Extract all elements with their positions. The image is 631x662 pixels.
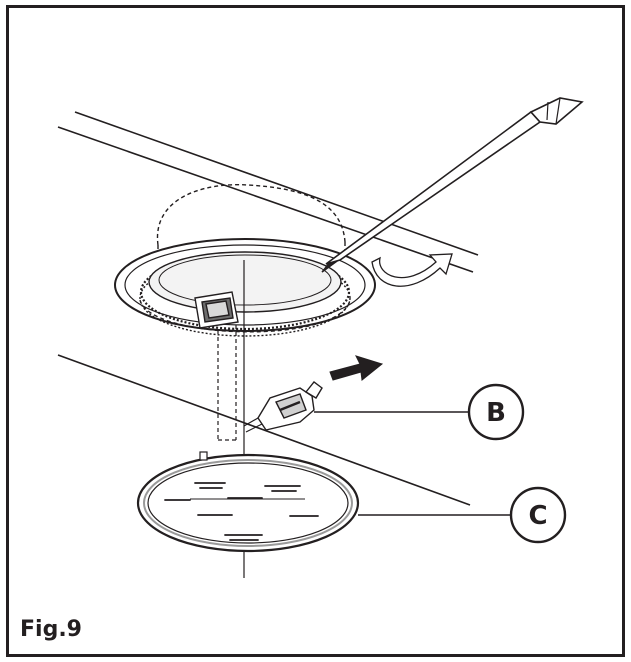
callout-b: B xyxy=(314,383,525,441)
ceiling-lines xyxy=(57,111,479,506)
spring-ring-2 xyxy=(139,259,351,337)
callout-c-circle xyxy=(509,486,567,544)
ceiling-line-lower xyxy=(57,354,471,506)
reflector xyxy=(148,251,342,313)
insert-arrow-icon xyxy=(329,355,384,381)
glass-cover xyxy=(136,451,360,553)
ceiling-line-top xyxy=(74,111,479,256)
figure-label: Fig.9 xyxy=(20,617,82,642)
callout-c-label: C xyxy=(528,501,547,531)
guide-lines xyxy=(217,325,237,441)
glass-cover-rim xyxy=(143,459,353,547)
reflector-inner xyxy=(158,254,332,306)
glass-cover-outer xyxy=(136,453,360,553)
rotate-arrow-icon xyxy=(371,253,453,287)
figure-frame xyxy=(6,5,625,657)
callout-c: C xyxy=(358,486,567,544)
callout-b-circle xyxy=(467,383,525,441)
socket-connector xyxy=(194,291,239,329)
fixture-housing xyxy=(114,238,376,337)
outer-rim-inner xyxy=(124,244,366,326)
glass-cover-inner xyxy=(147,462,349,544)
ceiling-line-middle xyxy=(57,126,474,273)
glass-reflections xyxy=(164,482,319,541)
halogen-bulb-icon xyxy=(243,381,323,433)
spring-ring xyxy=(139,253,351,331)
callout-b-label: B xyxy=(486,398,506,428)
screwdriver-icon xyxy=(321,97,584,273)
ceiling-recess-outline xyxy=(156,183,346,285)
